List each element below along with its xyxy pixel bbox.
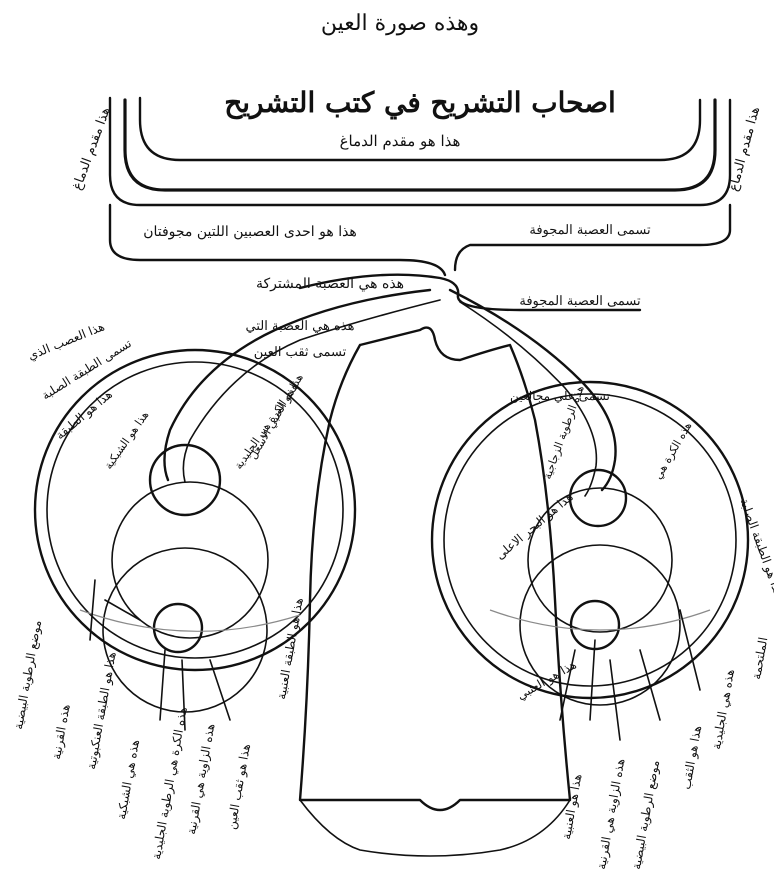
right-eye — [432, 382, 748, 705]
right-nerve-label: تسمى العصبة المجوفة — [529, 223, 651, 238]
brain-side-label-right: هذا مقدم الدماغ — [726, 105, 763, 193]
left-label-10: هذه الكرة هي الرطوبة الجليدية — [149, 706, 190, 861]
left-label-12: هذا هو ثقب العين — [224, 743, 253, 831]
chiasm-label: هذه هي العصبة المشتركة — [256, 276, 404, 292]
left-label-4: هذا هو الشبكية — [102, 408, 152, 471]
left-eye-lens-zone — [103, 548, 267, 712]
right-label-10: هذا هو الثقب — [679, 724, 704, 790]
right-label-8: هذه الزاوية هي القرنية — [594, 758, 627, 871]
optic-nerve-label: هذا هو احدى العصبين اللتين مجوفتان — [143, 224, 357, 240]
left-label-14: هذا هو العنبي الاسعل — [246, 371, 306, 461]
right-eye-annotations: تسمى علي مجالعين هذه الرطوبة الزجاجية هذ… — [493, 384, 774, 871]
heading: اصحاب التشريح في كتب التشريح — [224, 86, 616, 120]
left-eye-sclera — [35, 350, 355, 670]
left-label-8: هذا هو الطبقة العنكبوتية — [84, 651, 118, 771]
left-eye-vitreous — [112, 482, 268, 638]
right-eye-iris-line — [490, 610, 710, 630]
right-nerve-label-2: تسمى العصبة المجوفة — [519, 294, 641, 309]
brain-side-label: هذا مقدم الدماغ — [70, 105, 114, 192]
left-label-7: هذه القرنية — [49, 703, 72, 760]
eye-name-label: تسمى ثقب العين — [254, 345, 347, 360]
optic-nerve-left-outer — [110, 205, 445, 275]
left-eye-lens — [154, 604, 202, 652]
right-label-12: الملتحمة — [749, 636, 770, 680]
right-label-9: موضع الرطوبة البيضية — [629, 759, 662, 870]
diagram-title: وهذه صورة العين — [321, 11, 479, 36]
right-label-5: هذه الكرة هي — [651, 420, 694, 482]
left-label-6: موضع الرطوبة البيضية — [11, 619, 44, 730]
left-label-9: هذه هي الشبكية — [114, 738, 142, 820]
right-label-11: هذه هي الجليدية — [709, 668, 737, 750]
left-label-13: هذا هو الطبقة العنبية — [274, 597, 306, 701]
left-label-11: هذه الزاوية هي القرنية — [184, 723, 217, 836]
left-eye — [35, 350, 355, 712]
right-label-1: تسمى علي مجالعين — [510, 389, 610, 403]
right-label-3: هذا هو البحر الاعلى — [493, 490, 576, 563]
nerve-label: هذه هي العصبة التي — [246, 319, 355, 334]
brain-label: هذا هو مقدم الدماغ — [340, 132, 461, 150]
right-label-7: هذا هو العنبية — [559, 773, 584, 841]
right-eye-nerve-head — [570, 470, 626, 526]
right-eye-choroid — [444, 394, 736, 686]
